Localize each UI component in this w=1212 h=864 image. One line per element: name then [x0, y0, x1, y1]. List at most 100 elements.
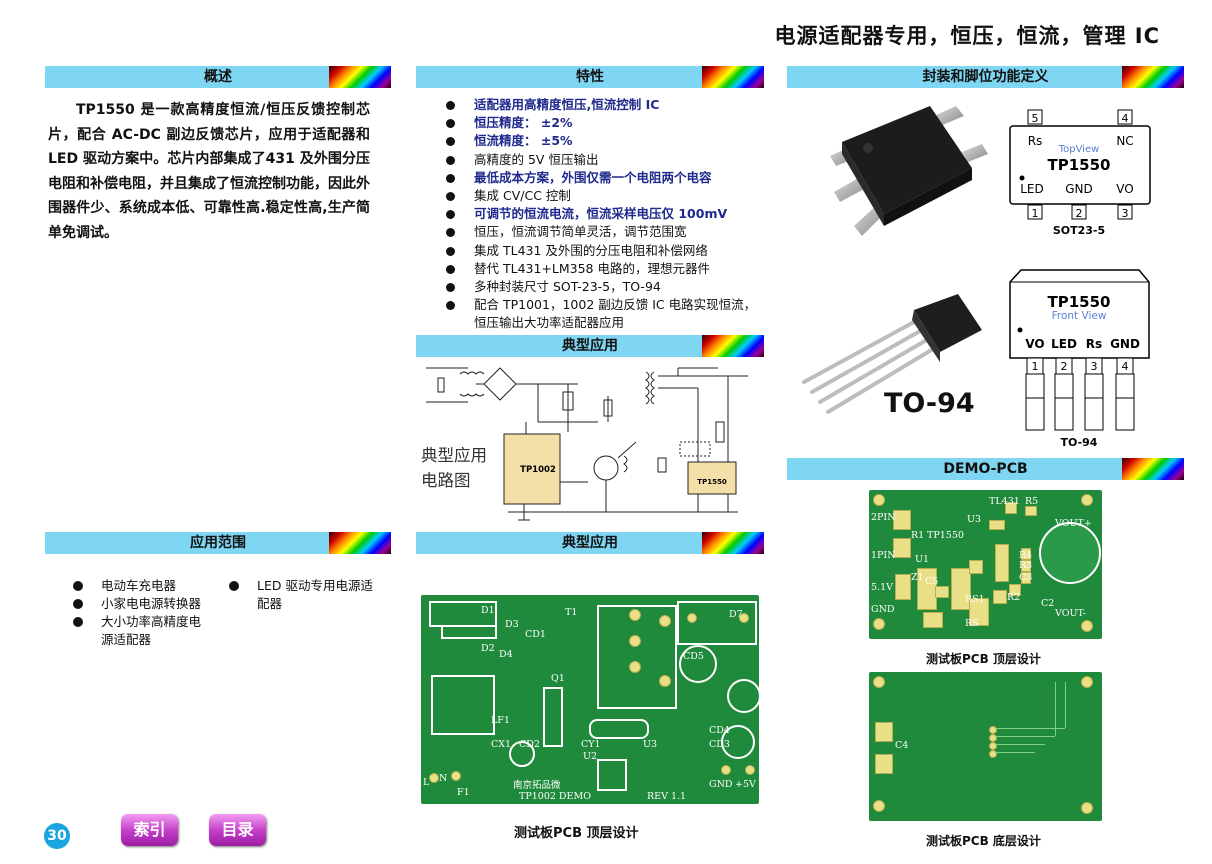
feature-item: 最低成本方案，外围仅需一个电阻两个电容	[446, 169, 766, 187]
pcb-silk-label: D4	[499, 649, 513, 660]
chip-body	[1009, 125, 1151, 205]
pcb-silk-label: L	[423, 777, 430, 788]
pin-box	[1071, 204, 1087, 220]
section-header-package: 封装和脚位功能定义	[787, 66, 1184, 88]
pcb-silk-label: VOUT+	[1055, 518, 1092, 529]
pcb-silk-label: TL431	[989, 496, 1020, 507]
pcb-silk-label: F1	[457, 787, 470, 798]
pcb-silk-label: C5	[925, 576, 939, 587]
pin-box	[1117, 204, 1133, 220]
pcb-silk-label: U3	[643, 739, 658, 750]
feature-item: 恒压，恒流调节简单灵活，调节范围宽	[446, 223, 766, 241]
typical-application-schematic: TP1002 TP1550	[426, 367, 748, 521]
pcb-main-caption: 测试板PCB 顶层设计	[514, 826, 639, 841]
to94-chip-photo	[802, 294, 982, 414]
pcb-silk-label: CY1	[581, 739, 601, 750]
pcb-silk-label: D2	[481, 643, 495, 654]
pcb-demo-bottom: C4	[869, 672, 1102, 821]
feature-item: 集成 CV/CC 控制	[446, 187, 766, 205]
feature-item: 集成 TL431 及外围的分压电阻和补偿网络	[446, 242, 766, 260]
pcb-silk-label: C3	[1019, 572, 1033, 583]
pcb-silk-label: D7	[729, 609, 743, 620]
list-item: 小家电电源转换器	[73, 595, 208, 613]
circuit-caption-line: 电路图	[421, 471, 471, 490]
list-item: 电动车充电器	[73, 577, 208, 595]
overview-paragraph: TP1550 是一款高精度恒流/恒压反馈控制芯片，配合 AC-DC 副边反馈芯片…	[48, 102, 370, 241]
pcb-silk-label: R5	[1025, 496, 1039, 507]
list-item: LED 驱动专用电源适配器	[229, 577, 374, 613]
pin-label: GND	[1110, 337, 1140, 351]
pin-label: VO	[1116, 182, 1133, 196]
pin-number: 2	[1061, 360, 1068, 373]
pcb-silk-label: R3	[1019, 560, 1033, 571]
feature-item: 适配器用高精度恒压,恒流控制 IC	[446, 96, 766, 114]
page-number: 30	[44, 823, 70, 849]
pcb-silk-label: 2PIN	[871, 512, 896, 523]
pin-number: 1	[1032, 360, 1039, 373]
pcb-silk-label: CX1	[491, 739, 512, 750]
pin1-dot	[1019, 175, 1025, 181]
rainbow-decoration	[329, 66, 391, 88]
pcb-bottom-caption: 测试板PCB 底层设计	[926, 834, 1041, 848]
sot23-pinout-diagram: 5 4 Rs NC TopView TP1550 LED GND VO 1 2 …	[1009, 109, 1151, 236]
feature-item: 可调节的恒流电流，恒流采样电压仅 100mV	[446, 205, 766, 223]
pin-box	[1117, 109, 1133, 125]
pcb-silk-label: U1	[915, 554, 930, 565]
app-range-list-right: LED 驱动专用电源适配器	[229, 577, 374, 613]
pin-number: 1	[1032, 207, 1039, 220]
rainbow-decoration	[702, 532, 764, 554]
feature-item: 多种封装尺寸 SOT-23-5，TO-94	[446, 278, 766, 296]
list-item: 大小功率高精度电源适配器	[73, 613, 208, 649]
pcb-silk-label: Z1	[911, 572, 924, 583]
feature-item: 恒流精度： ±5%	[446, 132, 766, 150]
pcb-silk-label: RS1	[965, 594, 985, 605]
pin-box	[1027, 109, 1043, 125]
pcb-silk-label: LF1	[491, 715, 510, 726]
pin-number: 3	[1122, 207, 1129, 220]
pcb-silk-label: C2	[1041, 598, 1055, 609]
pcb-silk-label: CD2	[519, 739, 540, 750]
pin-number: 2	[1076, 207, 1083, 220]
pcb-silk-label: CD4	[709, 725, 730, 736]
pcb-silk-label: RS	[965, 618, 979, 629]
pin-label: Rs	[1028, 134, 1043, 148]
circuit-caption: 典型应用 电路图	[421, 443, 487, 493]
section-header-typical-app: 典型应用	[416, 335, 764, 357]
feature-item: 高精度的 5V 恒压输出	[446, 151, 766, 169]
pcb-silk-label: U3	[967, 514, 982, 525]
pcb-silk-label: U2	[583, 751, 598, 762]
feature-item: 恒压精度： ±2%	[446, 114, 766, 132]
pcb-silk-label: GND	[709, 779, 733, 790]
section-header-overview: 概述	[45, 66, 391, 88]
section-header-typical-app-2: 典型应用	[416, 532, 764, 554]
toc-button[interactable]: 目录	[209, 814, 266, 846]
pcb-silk-label: C4	[895, 740, 909, 751]
package-caption: SOT23-5	[1053, 224, 1105, 236]
section-header-features: 特性	[416, 66, 764, 88]
pin-label: Rs	[1086, 337, 1102, 351]
app-range-list-left: 电动车充电器 小家电电源转换器 大小功率高精度电源适配器	[73, 577, 208, 649]
pcb-silk-label: 1PIN	[871, 550, 896, 561]
feature-item: 替代 TL431+LM358 电路的，理想元器件	[446, 260, 766, 278]
pcb-silk-label: Q1	[551, 673, 565, 684]
pin-number: 3	[1091, 360, 1098, 373]
pcb-silk-label: CD1	[525, 629, 546, 640]
pin-label: GND	[1065, 182, 1093, 196]
circuit-caption-line: 典型应用	[421, 446, 487, 465]
pin-number: 4	[1122, 360, 1129, 373]
view-label: TopView	[1058, 144, 1100, 155]
pcb-silk-label: GND	[871, 604, 895, 615]
section-header-app-range: 应用范围	[45, 532, 391, 554]
pcb-silk-label: R4	[1019, 550, 1033, 561]
index-button[interactable]: 索引	[121, 814, 178, 846]
pin-label: LED	[1020, 182, 1044, 196]
pcb-silk-label: 南京拓品微	[513, 780, 561, 791]
pin1-dot	[1017, 327, 1023, 333]
pcb-top-caption: 测试板PCB 顶层设计	[926, 652, 1041, 666]
pcb-silk-label: TP1550	[927, 530, 964, 541]
pin-box	[1027, 204, 1043, 220]
rainbow-decoration	[702, 335, 764, 357]
